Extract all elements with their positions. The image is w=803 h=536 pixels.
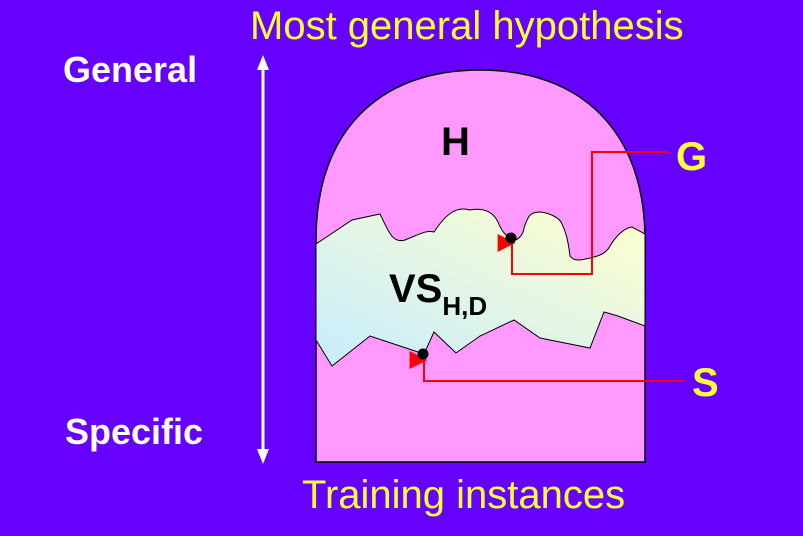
general-boundary-label: G: [676, 135, 708, 179]
version-space-shape: [315, 208, 646, 367]
version-space-label-subscript: H,D: [442, 291, 488, 321]
specific-label: Specific: [65, 411, 204, 452]
g-boundary-point: [505, 232, 517, 244]
s-pointer: [409, 348, 684, 382]
bottom-caption: Training instances: [302, 473, 626, 517]
general-label: General: [63, 49, 198, 90]
s-boundary-point: [417, 348, 429, 360]
version-space-label: VSH,D: [389, 267, 487, 319]
version-space-label-main: VS: [389, 267, 443, 311]
hypothesis-space-label: H: [441, 120, 470, 164]
top-caption: Most general hypothesis: [250, 4, 684, 48]
specific-boundary-label: S: [692, 361, 719, 405]
generality-arrow: [257, 55, 269, 464]
g-pointer: [497, 151, 668, 275]
